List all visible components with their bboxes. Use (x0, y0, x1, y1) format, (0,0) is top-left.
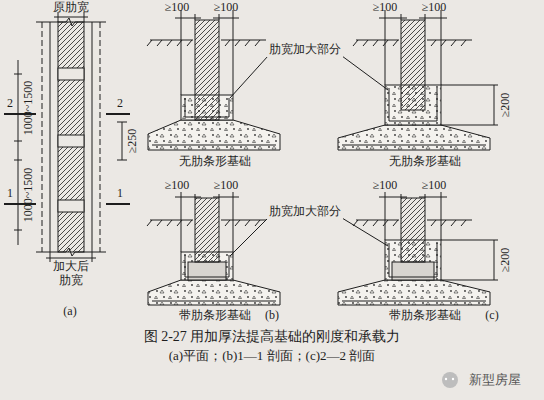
caption-subline: (a)平面；(b)1—1 剖面；(c)2—2 剖面 (169, 349, 376, 364)
figure-letter: (c) (485, 309, 498, 323)
dimension-label: 加大后 肋宽 (52, 260, 90, 288)
section-name: 无肋条形基础 (389, 155, 461, 169)
dimension-label: ≥200 (499, 93, 513, 118)
dimension-label: 1000~1500 (22, 168, 36, 223)
dimension-label: ≥100 (214, 1, 239, 15)
section-name: 无肋条形基础 (179, 155, 251, 169)
figure-letter: (b) (265, 309, 279, 323)
callout-label: 肋宽加大部分 (267, 43, 343, 57)
dimension-label: ≥200 (499, 248, 513, 273)
section-mark: 1 (117, 187, 123, 201)
figure-caption: 图 2-27 用加厚法提高基础的刚度和承载力 (0, 328, 544, 346)
dimension-label: 原肋宽 (53, 1, 89, 15)
dimension-label: ≥100 (165, 179, 190, 193)
section-name: 带肋条形基础 (179, 309, 251, 323)
dimension-label: ≥100 (422, 179, 447, 193)
figure-letter: (a) (63, 305, 76, 319)
section-mark: 2 (7, 97, 13, 111)
callout-label: 肋宽加大部分 (267, 205, 343, 219)
dimension-label: ≥100 (214, 179, 239, 193)
dimension-label: ≥100 (373, 179, 398, 193)
section-mark: 1 (7, 187, 13, 201)
section-name: 带肋条形基础 (389, 309, 461, 323)
dimension-label: ≥250 (126, 129, 140, 154)
watermark: 新型房屋 (469, 373, 521, 388)
dimension-label: ≥100 (422, 1, 447, 15)
section-mark: 2 (117, 97, 123, 111)
dimension-label: 1000~1500 (22, 81, 36, 136)
dimension-label: ≥100 (373, 1, 398, 15)
dimension-label: ≥100 (165, 1, 190, 15)
